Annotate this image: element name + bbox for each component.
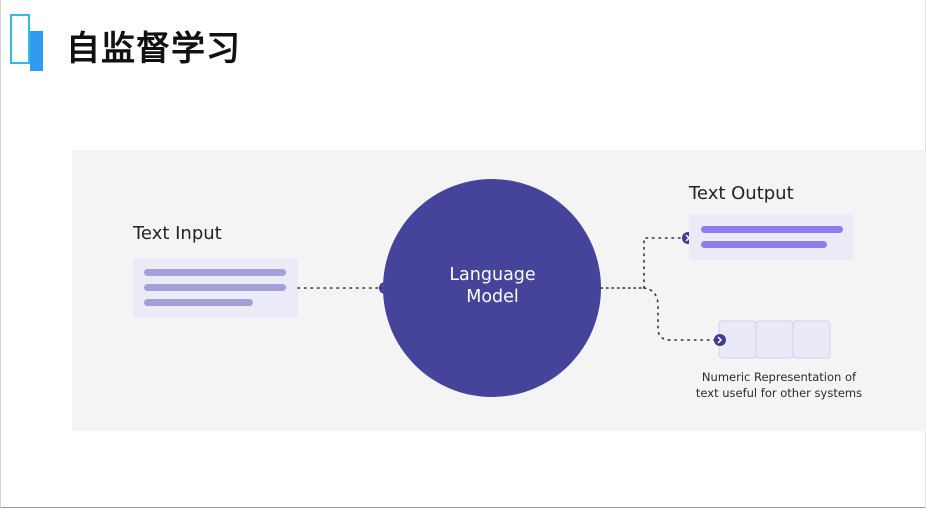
- title-accent-outline: [10, 14, 30, 64]
- chevron-right-icon: [717, 336, 723, 344]
- embedding-cell: [755, 320, 794, 359]
- text-output-label: Text Output: [689, 183, 794, 204]
- input-text-line: [144, 299, 253, 306]
- embedding-cell: [792, 320, 831, 359]
- input-text-line: [144, 269, 286, 276]
- text-input-label: Text Input: [133, 223, 222, 244]
- language-model-label: Language Model: [385, 264, 600, 308]
- output-text-line: [701, 226, 843, 233]
- page-title: 自监督学习: [66, 29, 241, 69]
- numeric-label-line: text useful for other systems: [695, 386, 863, 400]
- model-label-line: Language: [449, 265, 536, 285]
- title-accent-bar: [30, 31, 43, 71]
- model-label-line: Model: [466, 287, 519, 307]
- diagram-canvas: [133, 179, 854, 397]
- diagram-panel: Text Input Text Output Language Model Nu…: [72, 150, 926, 431]
- output-text-line: [701, 241, 827, 248]
- language-model-circle: [383, 179, 601, 397]
- input-text-line: [144, 284, 286, 291]
- numeric-connector: [643, 287, 715, 341]
- numeric-representation-label: Numeric Representation of text useful fo…: [672, 369, 886, 401]
- output-connector: [643, 237, 684, 289]
- numeric-label-line: Numeric Representation of: [701, 370, 857, 384]
- text-output-card: [689, 214, 854, 260]
